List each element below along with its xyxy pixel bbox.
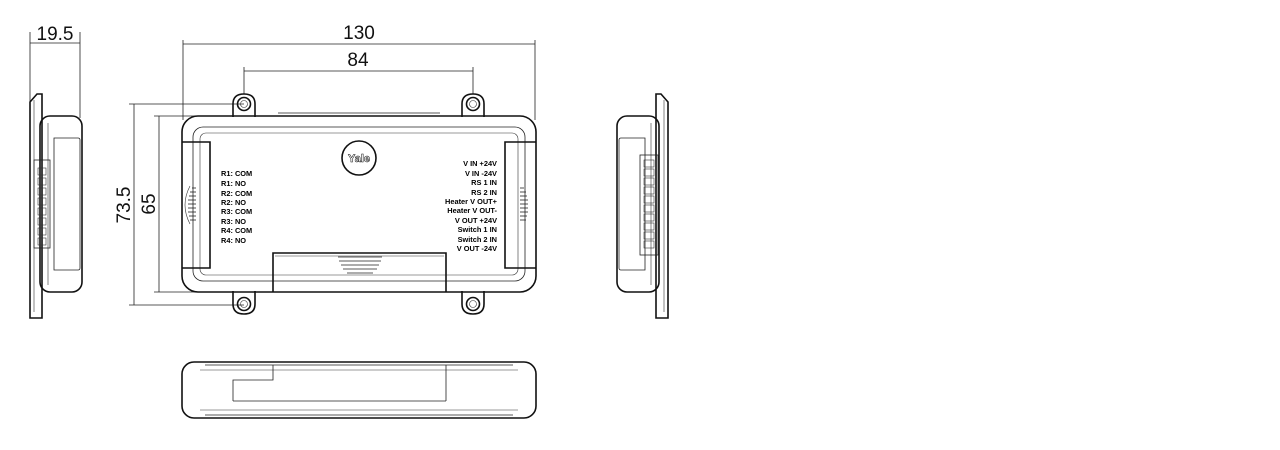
mount-lug-top-left [232, 93, 256, 117]
yale-logo: Yale [341, 140, 377, 176]
left-terminal-label: R1: NO [221, 179, 246, 188]
right-terminal-label: Heater V OUT- [447, 206, 497, 215]
left-label-list: R1: COM R1: NO R2: COM R2: NO R3: COM R3… [221, 169, 252, 245]
right-side-view [616, 93, 669, 319]
front-view: Yale R1: COM R1: NO R2: COM R2: NO R3: C… [181, 93, 537, 315]
right-terminal-label: RS 1 IN [471, 178, 497, 187]
dim-overall-width-text: 130 [343, 23, 375, 44]
bottom-view [181, 361, 537, 419]
dimension-130: 130 [182, 23, 536, 120]
left-terminal-label: R3: COM [221, 207, 252, 216]
dimension-73-5: 73.5 [114, 103, 244, 306]
right-grille [520, 187, 528, 221]
left-terminal-block [37, 167, 47, 246]
dimension-84: 84 [243, 50, 474, 94]
logo-brand-text: Yale [348, 153, 370, 165]
right-terminal-label: Switch 1 IN [458, 225, 497, 234]
right-terminal-label: V IN -24V [465, 169, 497, 178]
right-terminal-label: V IN +24V [463, 159, 497, 168]
left-grille [188, 187, 196, 221]
left-side-view: 19.5 [29, 24, 83, 319]
dim-side-depth-text: 19.5 [37, 24, 74, 45]
dim-hole-spacing-text: 84 [347, 50, 369, 71]
dimension-65: 65 [139, 115, 200, 293]
right-terminal-block [643, 159, 655, 249]
left-terminal-label: R4: COM [221, 226, 252, 235]
right-terminal-label: Heater V OUT+ [445, 197, 498, 206]
mount-lug-bottom-left [232, 291, 256, 315]
mount-lug-bottom-right [461, 291, 485, 315]
right-terminal-label: RS 2 IN [471, 188, 497, 197]
left-terminal-label: R2: NO [221, 198, 246, 207]
dim-body-height-text: 65 [139, 193, 160, 214]
right-terminal-label: V OUT +24V [455, 216, 497, 225]
bottom-grille [338, 256, 382, 274]
mount-lug-top-right [461, 93, 485, 117]
right-terminal-label: Switch 2 IN [458, 235, 497, 244]
left-terminal-label: R3: NO [221, 217, 246, 226]
right-terminal-label: V OUT -24V [457, 244, 497, 253]
dim-overall-height-text: 73.5 [114, 187, 135, 224]
right-label-list: V IN +24V V IN -24V RS 1 IN RS 2 IN Heat… [445, 159, 498, 253]
left-terminal-label: R4: NO [221, 236, 246, 245]
left-terminal-label: R2: COM [221, 189, 252, 198]
left-terminal-label: R1: COM [221, 169, 252, 178]
